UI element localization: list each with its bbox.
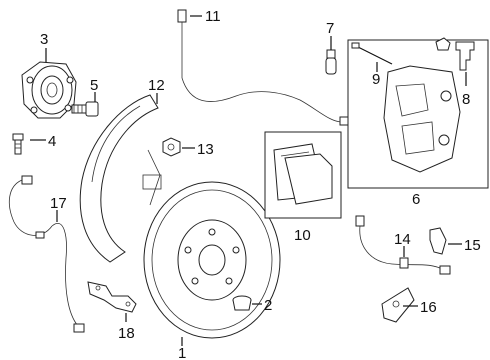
mounting-bracket <box>381 287 415 323</box>
callout-5: 5 <box>90 77 98 94</box>
abs-sensor <box>8 175 85 333</box>
rotor-cap <box>232 295 252 311</box>
callout-2: 2 <box>264 297 272 314</box>
callout-18: 18 <box>118 325 135 342</box>
retaining-nut <box>162 137 181 157</box>
callout-13: 13 <box>197 141 214 158</box>
sensor-bracket <box>87 281 137 313</box>
wheel-bolt <box>12 133 24 155</box>
callout-11: 11 <box>205 8 221 25</box>
callout-15: 15 <box>464 237 481 254</box>
brake-rotor <box>143 181 281 339</box>
axle-bolt <box>71 101 99 117</box>
callout-9: 9 <box>372 71 380 88</box>
brake-hose <box>355 215 451 275</box>
bleeder-screw <box>325 49 337 75</box>
callout-4: 4 <box>48 133 56 150</box>
brake-pads <box>273 143 333 205</box>
dust-shield <box>79 94 162 263</box>
callout-8: 8 <box>462 91 470 108</box>
caliper-fitting <box>435 37 451 51</box>
callout-16: 16 <box>420 299 437 316</box>
callout-6: 6 <box>412 191 420 208</box>
callout-12: 12 <box>148 77 165 94</box>
callout-1: 1 <box>178 345 186 360</box>
callout-7: 7 <box>326 20 334 37</box>
pad-retaining-spring <box>455 41 475 71</box>
callout-14: 14 <box>394 231 411 248</box>
callout-17: 17 <box>50 195 67 212</box>
hose-bracket <box>429 227 447 255</box>
wheel-hub-bearing <box>21 61 77 119</box>
callout-10: 10 <box>294 227 311 244</box>
callout-3: 3 <box>40 31 48 48</box>
brake-wear-sensor <box>177 9 349 126</box>
brake-caliper <box>383 65 461 173</box>
guide-pin <box>351 42 393 65</box>
